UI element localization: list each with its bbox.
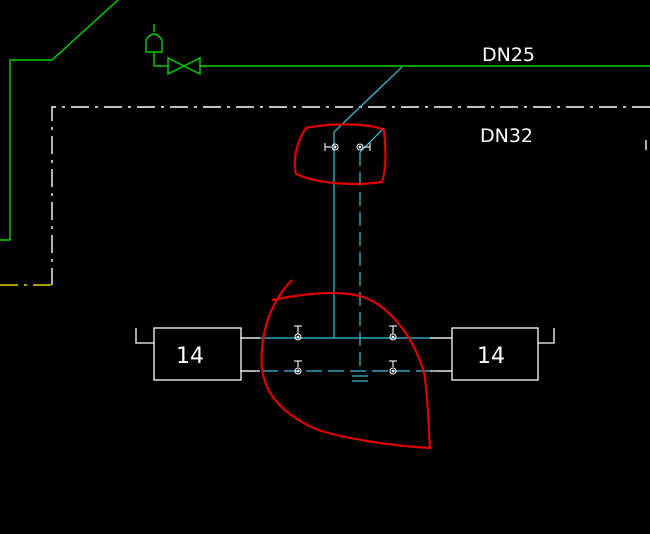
lower-valve-markers[interactable]: [294, 325, 397, 375]
gate-valve-icon[interactable]: [167, 56, 201, 76]
pressure-gauge-icon[interactable]: [145, 24, 163, 66]
white-pipe-run[interactable]: [51, 106, 650, 285]
green-pipe-left-run[interactable]: [0, 0, 119, 241]
unit-left-label: 14: [176, 344, 204, 369]
unit-right-label: 14: [477, 344, 505, 369]
unit-left-connector-icon: [135, 328, 154, 344]
pipe-label-dn32: DN32: [480, 125, 533, 147]
unit-right[interactable]: 14: [430, 327, 555, 381]
white-pipe-dn32[interactable]: [51, 106, 650, 285]
upper-valve-markers[interactable]: [324, 143, 371, 151]
red-markup-loop-lower[interactable]: [260, 279, 432, 450]
unit-right-connector-icon: [538, 328, 555, 344]
green-pipe-dn25[interactable]: [0, 0, 650, 241]
unit-left[interactable]: 14: [135, 327, 260, 381]
red-markup-loop-upper[interactable]: [293, 123, 387, 186]
cyan-return-diagonal[interactable]: [359, 127, 385, 153]
cyan-branch-pipes[interactable]: [240, 66, 452, 372]
pipe-label-dn25: DN25: [482, 44, 535, 66]
drain-icon: [352, 375, 368, 382]
cyan-supply-diagonal[interactable]: [333, 66, 403, 133]
